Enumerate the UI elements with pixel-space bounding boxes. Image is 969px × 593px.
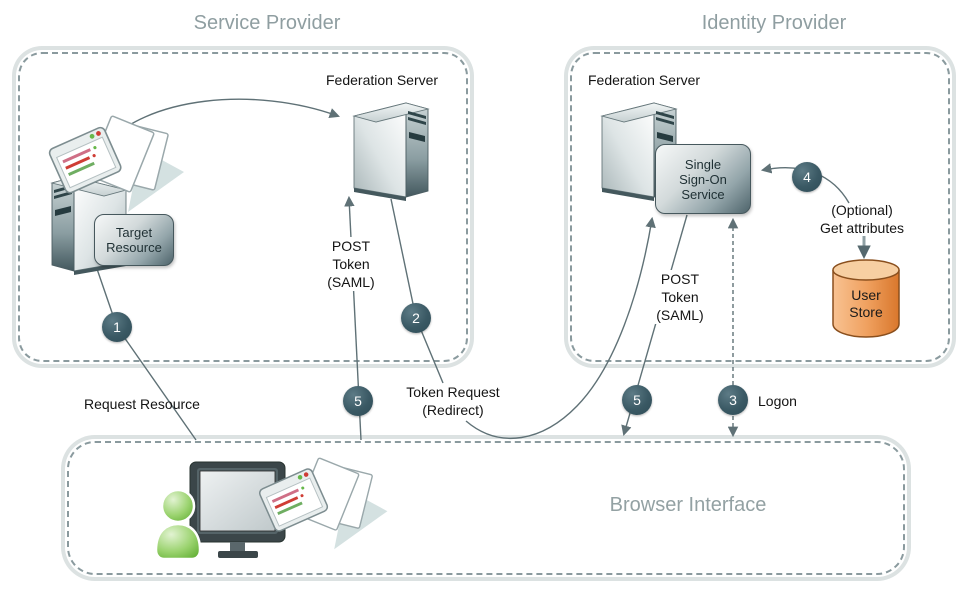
identity-provider-title: Identity Provider [701, 12, 847, 34]
step-circle-2: 2 [401, 303, 431, 333]
token-request-label: Token Request (Redirect) [406, 384, 500, 418]
curve-redirect-to-sso [465, 216, 656, 440]
sp-federation-server-label: Federation Server [326, 72, 439, 88]
line-step1-request-resource [95, 265, 197, 441]
target-resource-badge: Target Resource [94, 214, 174, 266]
get-attributes-label: (Optional) Get attributes [819, 202, 905, 236]
browser-interface-zone [67, 441, 905, 575]
step-circle-5-idp: 5 [622, 385, 652, 415]
logon-label: Logon [758, 393, 797, 409]
user-store-label: User Store [849, 287, 883, 320]
user-icon [154, 488, 202, 561]
step-circle-5-sp: 5 [343, 386, 373, 416]
identity-provider-zone [570, 52, 950, 362]
monitor-icon [189, 461, 286, 558]
sp-federation-server-icon [353, 102, 429, 202]
post-token-sp-label: POST Token (SAML) [324, 237, 378, 291]
idp-federation-server-label: Federation Server [588, 72, 701, 88]
service-provider-title: Service Provider [193, 12, 341, 34]
request-resource-label: Request Resource [84, 396, 200, 412]
step-circle-1: 1 [102, 312, 132, 342]
service-provider-zone [18, 52, 468, 362]
post-token-idp-label: POST Token (SAML) [653, 270, 707, 324]
single-sign-on-service-badge: Single Sign-On Service [655, 144, 751, 214]
line-step2-token-request [390, 198, 444, 384]
database-icon [832, 259, 900, 338]
browser-interface-label: Browser Interface [609, 494, 767, 516]
step-circle-3: 3 [718, 385, 748, 415]
step-circle-4: 4 [792, 162, 822, 192]
